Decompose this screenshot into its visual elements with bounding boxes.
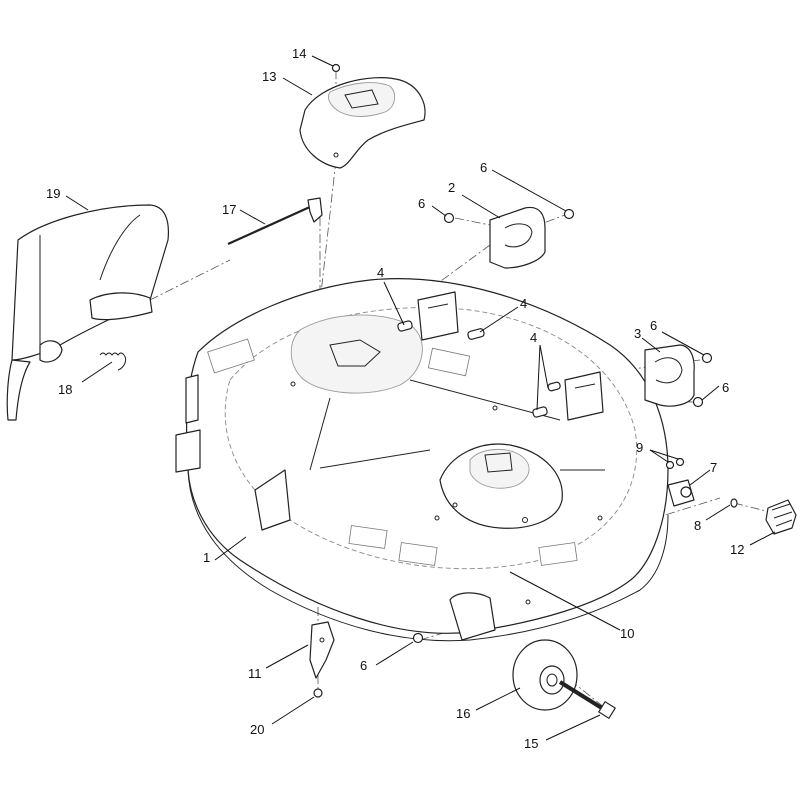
callout-13: 13	[262, 69, 276, 84]
callout-labels: 14 13 19 17 6 6 2 4 4 4 3 6 6 18 9 7 1 8…	[46, 46, 744, 751]
callout-4-middle: 4	[520, 296, 527, 311]
callout-6-bracket-bottom: 6	[722, 380, 729, 395]
callout-14: 14	[292, 46, 306, 61]
wheel-bolt	[558, 680, 616, 719]
callout-10: 10	[620, 626, 634, 641]
callout-3: 3	[634, 326, 641, 341]
discharge-chute	[6, 204, 170, 421]
callout-6-front: 6	[360, 658, 367, 673]
anti-scalp-wheel	[512, 639, 578, 711]
washer	[730, 498, 738, 508]
callout-12: 12	[730, 542, 744, 557]
mower-deck	[175, 278, 669, 642]
pulley-cover	[439, 443, 563, 529]
callout-18: 18	[58, 382, 72, 397]
callout-6-left-rear: 6	[418, 196, 425, 211]
front-link	[309, 621, 335, 679]
callout-11: 11	[248, 666, 262, 681]
chute-spring	[99, 352, 127, 371]
callout-20: 20	[250, 722, 264, 737]
leader-lines	[65, 55, 776, 741]
callout-1: 1	[203, 550, 210, 565]
hanger-bracket-right	[564, 371, 604, 421]
belt-guard-cover	[299, 77, 426, 169]
callout-6-bracket-top: 6	[650, 318, 657, 333]
callout-6-right-rear: 6	[480, 160, 487, 175]
rear-bracket-3	[644, 344, 695, 407]
callout-4-right: 4	[530, 330, 537, 345]
rear-bracket-2	[489, 206, 546, 269]
chute-rod	[227, 197, 323, 246]
callout-19: 19	[46, 186, 60, 201]
callout-7: 7	[710, 460, 717, 475]
callout-8: 8	[694, 518, 701, 533]
callout-16: 16	[456, 706, 470, 721]
fitting-screws	[665, 457, 685, 470]
callout-2: 2	[448, 180, 455, 195]
link-nut	[313, 688, 323, 698]
callout-9: 9	[636, 440, 643, 455]
nuts	[412, 208, 713, 644]
callout-17: 17	[222, 202, 236, 217]
height-adjust-fitting	[667, 479, 695, 507]
callout-15: 15	[524, 736, 538, 751]
adjust-knob	[765, 499, 797, 535]
callout-4-left: 4	[377, 265, 384, 280]
hanger-bracket-left	[417, 291, 459, 341]
cover-screw	[331, 63, 341, 73]
hanger-pins	[397, 320, 561, 418]
